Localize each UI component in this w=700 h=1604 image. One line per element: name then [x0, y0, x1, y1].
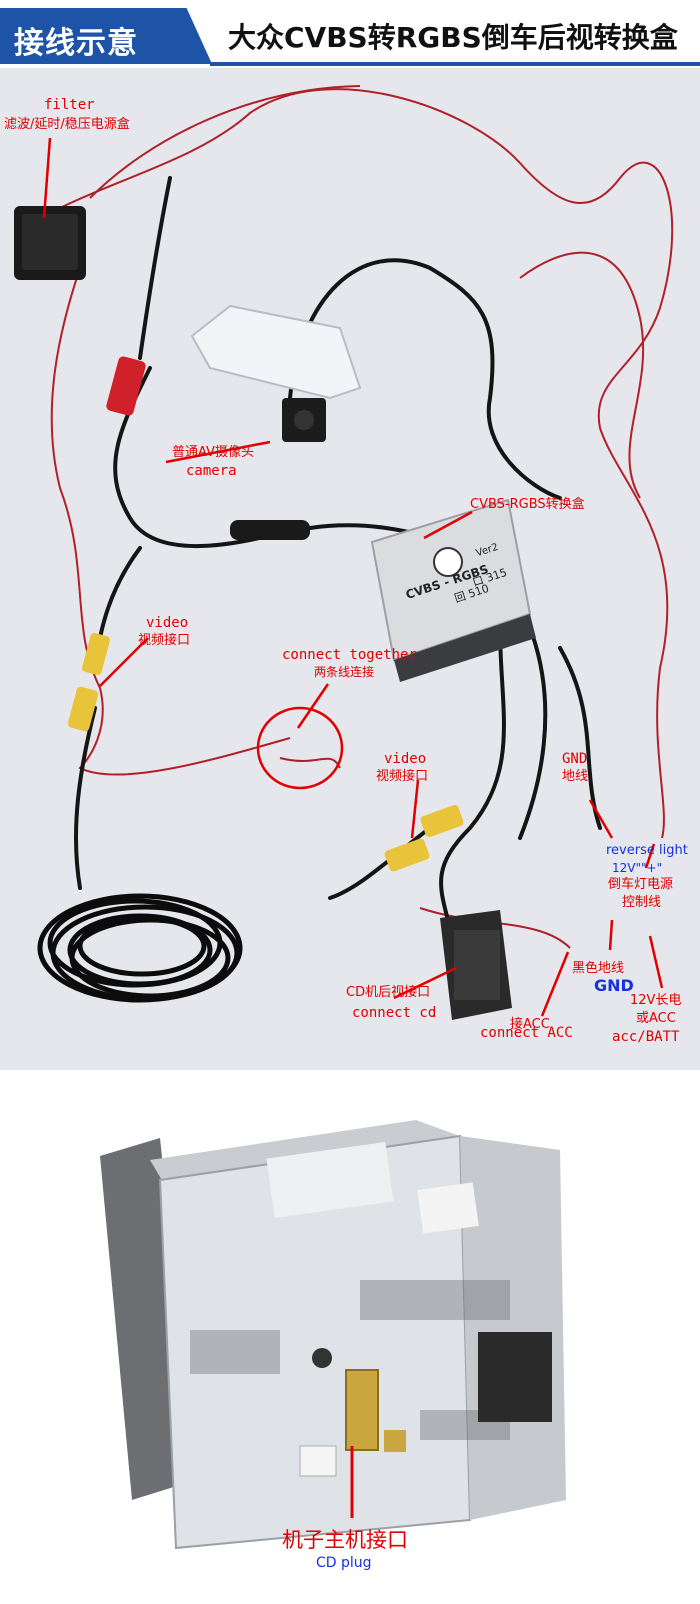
label-black-ground: 黑色地线	[572, 961, 625, 976]
header-tag: 接线示意	[0, 8, 212, 64]
label-camera-en: camera	[186, 463, 237, 479]
label-video1-cn: 视频接口	[138, 633, 191, 648]
label-batt-cn2: 或ACC	[636, 1011, 676, 1026]
label-box-cn: CVBS-RGBS转换盒	[470, 497, 585, 512]
label-video2-en: video	[384, 751, 427, 767]
label-cd-en: connect cd	[352, 1005, 437, 1021]
label-video2-cn: 视频接口	[376, 769, 429, 784]
label-batt-en: acc/BATT	[612, 1029, 680, 1045]
label-gnd-cn: 地线	[562, 769, 589, 784]
label-main-cn: 机子主机接口	[282, 1528, 408, 1552]
label-acc-en: connect ACC	[480, 1025, 573, 1041]
header-tag-label: 接线示意	[14, 26, 138, 61]
label-batt-cn1: 12V长电	[630, 993, 682, 1008]
label-reverse-en: reverse light	[606, 843, 688, 858]
label-main-en: CD plug	[316, 1555, 372, 1571]
label-filter-cn: 滤波/延时/稳压电源盒	[4, 117, 130, 132]
label-connect-cn: 两条线连接	[314, 665, 375, 679]
page-title: 大众CVBS转RGBS倒车后视转换盒	[228, 21, 678, 54]
header-divider	[210, 62, 700, 66]
label-camera-cn: 普通AV摄像头	[172, 445, 254, 460]
head-unit-photo: 机子主机接口 CD plug	[0, 1100, 700, 1604]
label-video1-en: video	[146, 615, 189, 631]
header-bar: 接线示意 大众CVBS转RGBS倒车后视转换盒	[0, 0, 700, 68]
wiring-diagram-art	[14, 85, 674, 1020]
label-reverse-cn2: 控制线	[622, 895, 662, 910]
label-acc-cn: 接ACC	[510, 1017, 550, 1032]
label-gnd2: GND	[594, 976, 634, 995]
label-plus: 12V""+"	[612, 861, 663, 875]
label-cd-cn: CD机后视接口	[346, 985, 431, 1000]
label-filter-en: filter	[44, 97, 95, 113]
wiring-photo: CVBS - RGBS 回 510 口 315 Ver2 filter 滤波/延…	[0, 68, 700, 1070]
label-connect-en: connect together	[282, 647, 417, 663]
label-gnd-en: GND	[562, 751, 588, 767]
label-reverse-cn1: 倒车灯电源	[608, 877, 674, 892]
head-unit-art	[100, 1120, 566, 1550]
